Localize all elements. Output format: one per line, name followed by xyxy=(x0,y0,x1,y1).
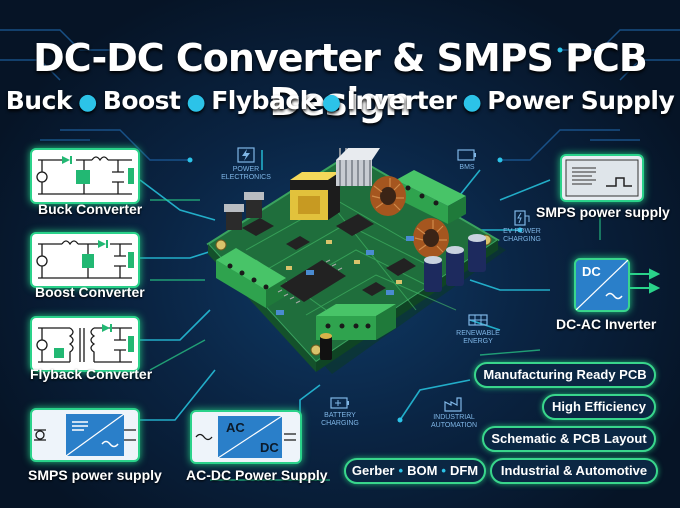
bullet-dot: ● xyxy=(78,90,97,115)
bullet-dot: • xyxy=(398,463,404,478)
subtitle-boost: Boost xyxy=(102,86,181,115)
subtitle-inverter: Inverter xyxy=(346,86,457,115)
ac-label: AC xyxy=(226,420,245,435)
pcb-board-illustration xyxy=(206,148,506,374)
dc-label: DC xyxy=(260,440,279,455)
mini-bms: BMS xyxy=(452,148,482,172)
page-title: DC-DC Converter & SMPS PCB Design xyxy=(33,36,648,124)
mini-power-electronics: POWER ELECTRONICS xyxy=(218,146,274,182)
factory-icon xyxy=(444,397,462,412)
dc-box-label: DC xyxy=(582,264,601,279)
smps-power-supply-label-right: SMPS power supply xyxy=(536,204,670,220)
mini-renewable-energy: RENEWABLE ENERGY xyxy=(456,314,500,346)
arrows-out-icon xyxy=(630,268,660,294)
deliverable-dfm: DFM xyxy=(449,463,479,478)
bullet-dot: • xyxy=(441,463,446,478)
ac-dc-block-card: AC DC xyxy=(190,410,302,464)
boost-schematic-icon xyxy=(36,240,134,279)
subtitle-buck: Buck xyxy=(5,86,73,115)
smps-power-supply-label-left: SMPS power supply xyxy=(28,467,162,483)
mini-ev-charging: EV POWER CHARGING xyxy=(502,210,542,244)
battery-charging-text: BATTERY CHARGING xyxy=(321,412,359,427)
deliverables-pill: Gerber•BOM•DFM xyxy=(344,458,486,484)
mini-industrial-automation: INDUSTRIAL AUTOMATION xyxy=(428,396,480,430)
feature-schematic-pcb-layout: Schematic & PCB Layout xyxy=(482,426,656,452)
feature-industrial-automotive: Industrial & Automotive xyxy=(490,458,658,484)
inverter-block-icon xyxy=(575,259,629,311)
solar-panel-icon xyxy=(468,314,488,326)
bullet-dot: ● xyxy=(462,90,482,115)
ev-power-charging-text: EV POWER CHARGING xyxy=(503,228,541,243)
ev-charger-icon xyxy=(514,210,530,226)
smps-block-diagram-icon xyxy=(34,413,136,457)
boost-converter-label: Boost Converter xyxy=(35,284,145,300)
subtitle-power-supply: Power Supply xyxy=(487,86,675,115)
deliverable-gerber: Gerber xyxy=(351,463,395,478)
buck-converter-label: Buck Converter xyxy=(38,201,143,217)
buck-schematic-card xyxy=(30,148,140,204)
flyback-schematic-icon xyxy=(36,324,134,363)
deliverable-bom: BOM xyxy=(407,463,438,478)
boost-schematic-card xyxy=(30,232,140,288)
dc-ac-inverter-card: DC xyxy=(574,258,630,312)
mini-battery-charging: BATTERY CHARGING xyxy=(318,396,362,428)
smps-unit-card-right xyxy=(560,154,644,202)
subtitle: Buck●Boost●Flyback●Inverter●Power Supply xyxy=(0,86,680,115)
smps-unit-icon xyxy=(565,159,639,197)
battery-icon xyxy=(457,149,476,161)
flyback-converter-label: Flyback Converter xyxy=(30,366,153,382)
feature-high-efficiency: High Efficiency xyxy=(542,394,656,420)
bolt-chip-icon xyxy=(237,147,255,163)
dc-ac-inverter-label: DC-AC Inverter xyxy=(556,316,657,332)
ac-dc-power-supply-label: AC-DC Power Supply xyxy=(186,467,328,483)
renewable-energy-text: RENEWABLE ENERGY xyxy=(456,330,500,345)
bms-text: BMS xyxy=(459,164,475,171)
power-electronics-text: POWER ELECTRONICS xyxy=(221,166,271,181)
buck-schematic-icon xyxy=(36,156,134,195)
ac-dc-block-diagram-icon xyxy=(195,415,296,459)
bullet-dot: ● xyxy=(186,90,206,115)
subtitle-flyback: Flyback xyxy=(211,86,316,115)
smps-block-card-left xyxy=(30,408,140,462)
industrial-automation-text: INDUSTRIAL AUTOMATION xyxy=(430,414,478,429)
battery-charging-icon xyxy=(330,397,349,409)
flyback-schematic-card xyxy=(30,316,140,372)
bullet-dot: ● xyxy=(321,90,341,115)
feature-manufacturing-ready-pcb: Manufacturing Ready PCB xyxy=(474,362,656,388)
